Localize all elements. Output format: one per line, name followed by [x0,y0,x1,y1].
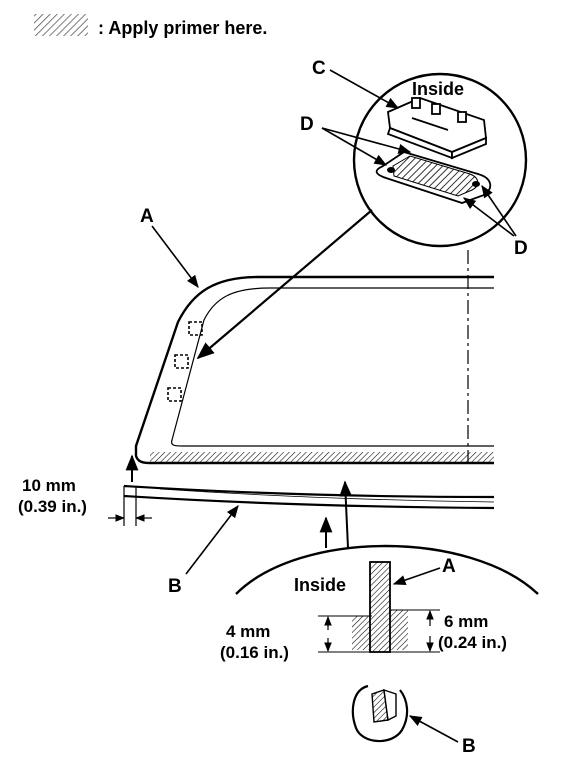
offset-mm-label: 10 mm [22,476,76,495]
detail-leader [196,209,373,360]
pad-hole [387,167,395,173]
callout-a-top-leader [151,225,199,289]
offset-in-label: (0.39 in.) [18,497,87,516]
primer-right [390,610,408,650]
callout-a-top: A [140,206,154,227]
detail-inside-label: Inside [412,79,464,99]
callout-b-bottom-leader [408,715,459,743]
windshield-glass [134,250,494,468]
legend-hatch-swatch [34,14,88,36]
right-in-label: (0.24 in.) [438,633,507,652]
callout-d-right: D [514,238,528,259]
legend-text: : Apply primer here. [98,18,267,38]
detail-circle [196,72,528,360]
callout-c: C [312,58,326,79]
section-inside-label: Inside [294,575,346,595]
callout-d-left-leader-1 [321,127,388,166]
callout-d-right-leader-1 [462,197,515,237]
clip-locations [167,321,203,402]
callout-c-leader [329,69,400,109]
clip-mark [167,387,182,402]
callout-a-section-leader [392,567,441,586]
callout-b-left: B [168,576,182,597]
callout-d-left: D [300,114,314,135]
callout-b-bottom: B [462,736,476,757]
glass-section [369,561,391,653]
callout-b-left-leader [185,504,239,575]
clip-mark [174,354,189,369]
primer-left [352,616,370,650]
bottom-molding [123,484,495,510]
primer-band [150,452,494,463]
left-mm-label: 4 mm [226,622,270,641]
section-view [235,480,539,653]
clip-c [386,97,487,160]
clip-mark [188,321,203,336]
callout-a-section: A [442,556,456,577]
right-mm-label: 6 mm [444,612,488,631]
offset-dimension [108,486,152,526]
pad-hole [472,181,480,187]
callout-d-left-leader-2 [321,127,412,154]
left-in-label: (0.16 in.) [220,643,289,662]
callout-d-right-leader-2 [481,184,517,237]
molding-profile [351,684,409,743]
